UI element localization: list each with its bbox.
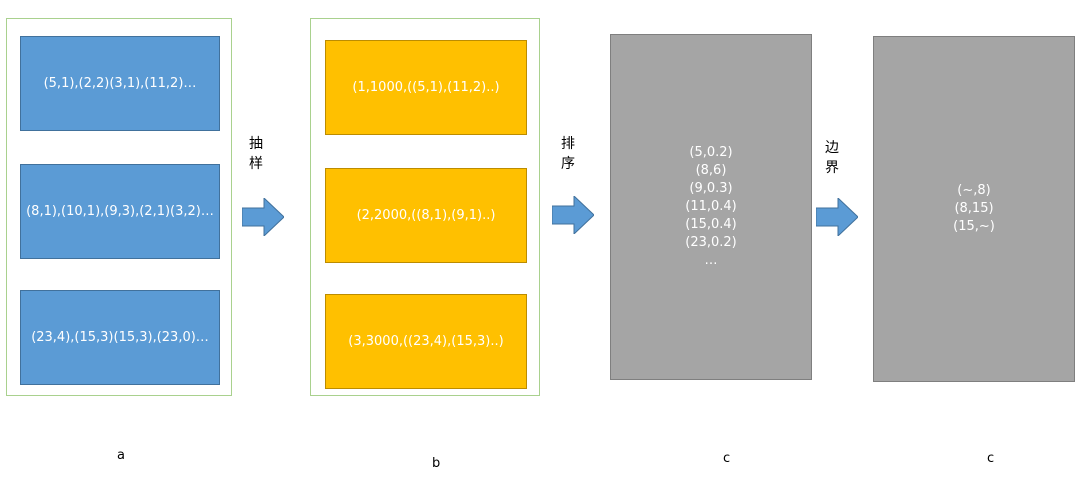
stage-c-line-2: (8,6) [695,163,727,178]
stage-d-box: (~,8) (8,15) (15,~) [873,36,1075,382]
caption-a: a [117,448,125,463]
caption-b: b [432,456,441,471]
arrow-right-icon [816,198,858,236]
arrow-right-icon [552,196,594,234]
stage-d-line-3: (15,~) [953,219,995,234]
stage-b-box-3-text: (3,3000,((23,4),(15,3)..) [348,334,504,349]
stage-d-line-2: (8,15) [954,201,994,216]
caption-d: c [987,451,995,466]
step-label-sort: 排 序 [560,134,576,174]
stage-c-box: (5,0.2) (8,6) (9,0.3) (11,0.4) (15,0.4) … [610,34,812,380]
stage-b-box-1: (1,1000,((5,1),(11,2)..) [325,40,527,135]
stage-a-box-3-text: (23,4),(15,3)(15,3),(23,0)… [31,330,209,345]
stage-c-line-6: (23,0.2) [685,235,737,250]
stage-a-box-1: (5,1),(2,2)(3,1),(11,2)… [20,36,220,131]
step-label-sample: 抽 样 [248,134,264,174]
step-label-sample-char-1: 抽 [249,136,263,152]
stage-c-line-4: (11,0.4) [685,199,737,214]
stage-c-line-5: (15,0.4) [685,217,737,232]
stage-c-line-3: (9,0.3) [689,181,733,196]
stage-a-box-3: (23,4),(15,3)(15,3),(23,0)… [20,290,220,385]
stage-a-box-2-text: (8,1),(10,1),(9,3),(2,1)(3,2)… [26,204,214,219]
stage-c-line-1: (5,0.2) [689,145,733,160]
step-label-boundary-char-1: 边 [825,140,839,156]
stage-d-line-1: (~,8) [957,183,991,198]
step-label-boundary-char-2: 界 [825,160,839,176]
stage-a-box-2: (8,1),(10,1),(9,3),(2,1)(3,2)… [20,164,220,259]
stage-a-box-1-text: (5,1),(2,2)(3,1),(11,2)… [43,76,197,91]
stage-b-box-2-text: (2,2000,((8,1),(9,1)..) [356,208,496,223]
stage-c-line-7: … [704,253,718,268]
step-label-boundary: 边 界 [824,138,840,178]
stage-b-box-1-text: (1,1000,((5,1),(11,2)..) [352,80,500,95]
step-label-sample-char-2: 样 [249,156,263,172]
step-label-sort-char-2: 序 [561,156,575,172]
caption-c: c [723,451,731,466]
stage-b-box-3: (3,3000,((23,4),(15,3)..) [325,294,527,389]
stage-b-box-2: (2,2000,((8,1),(9,1)..) [325,168,527,263]
step-label-sort-char-1: 排 [561,136,575,152]
arrow-right-icon [242,198,284,236]
